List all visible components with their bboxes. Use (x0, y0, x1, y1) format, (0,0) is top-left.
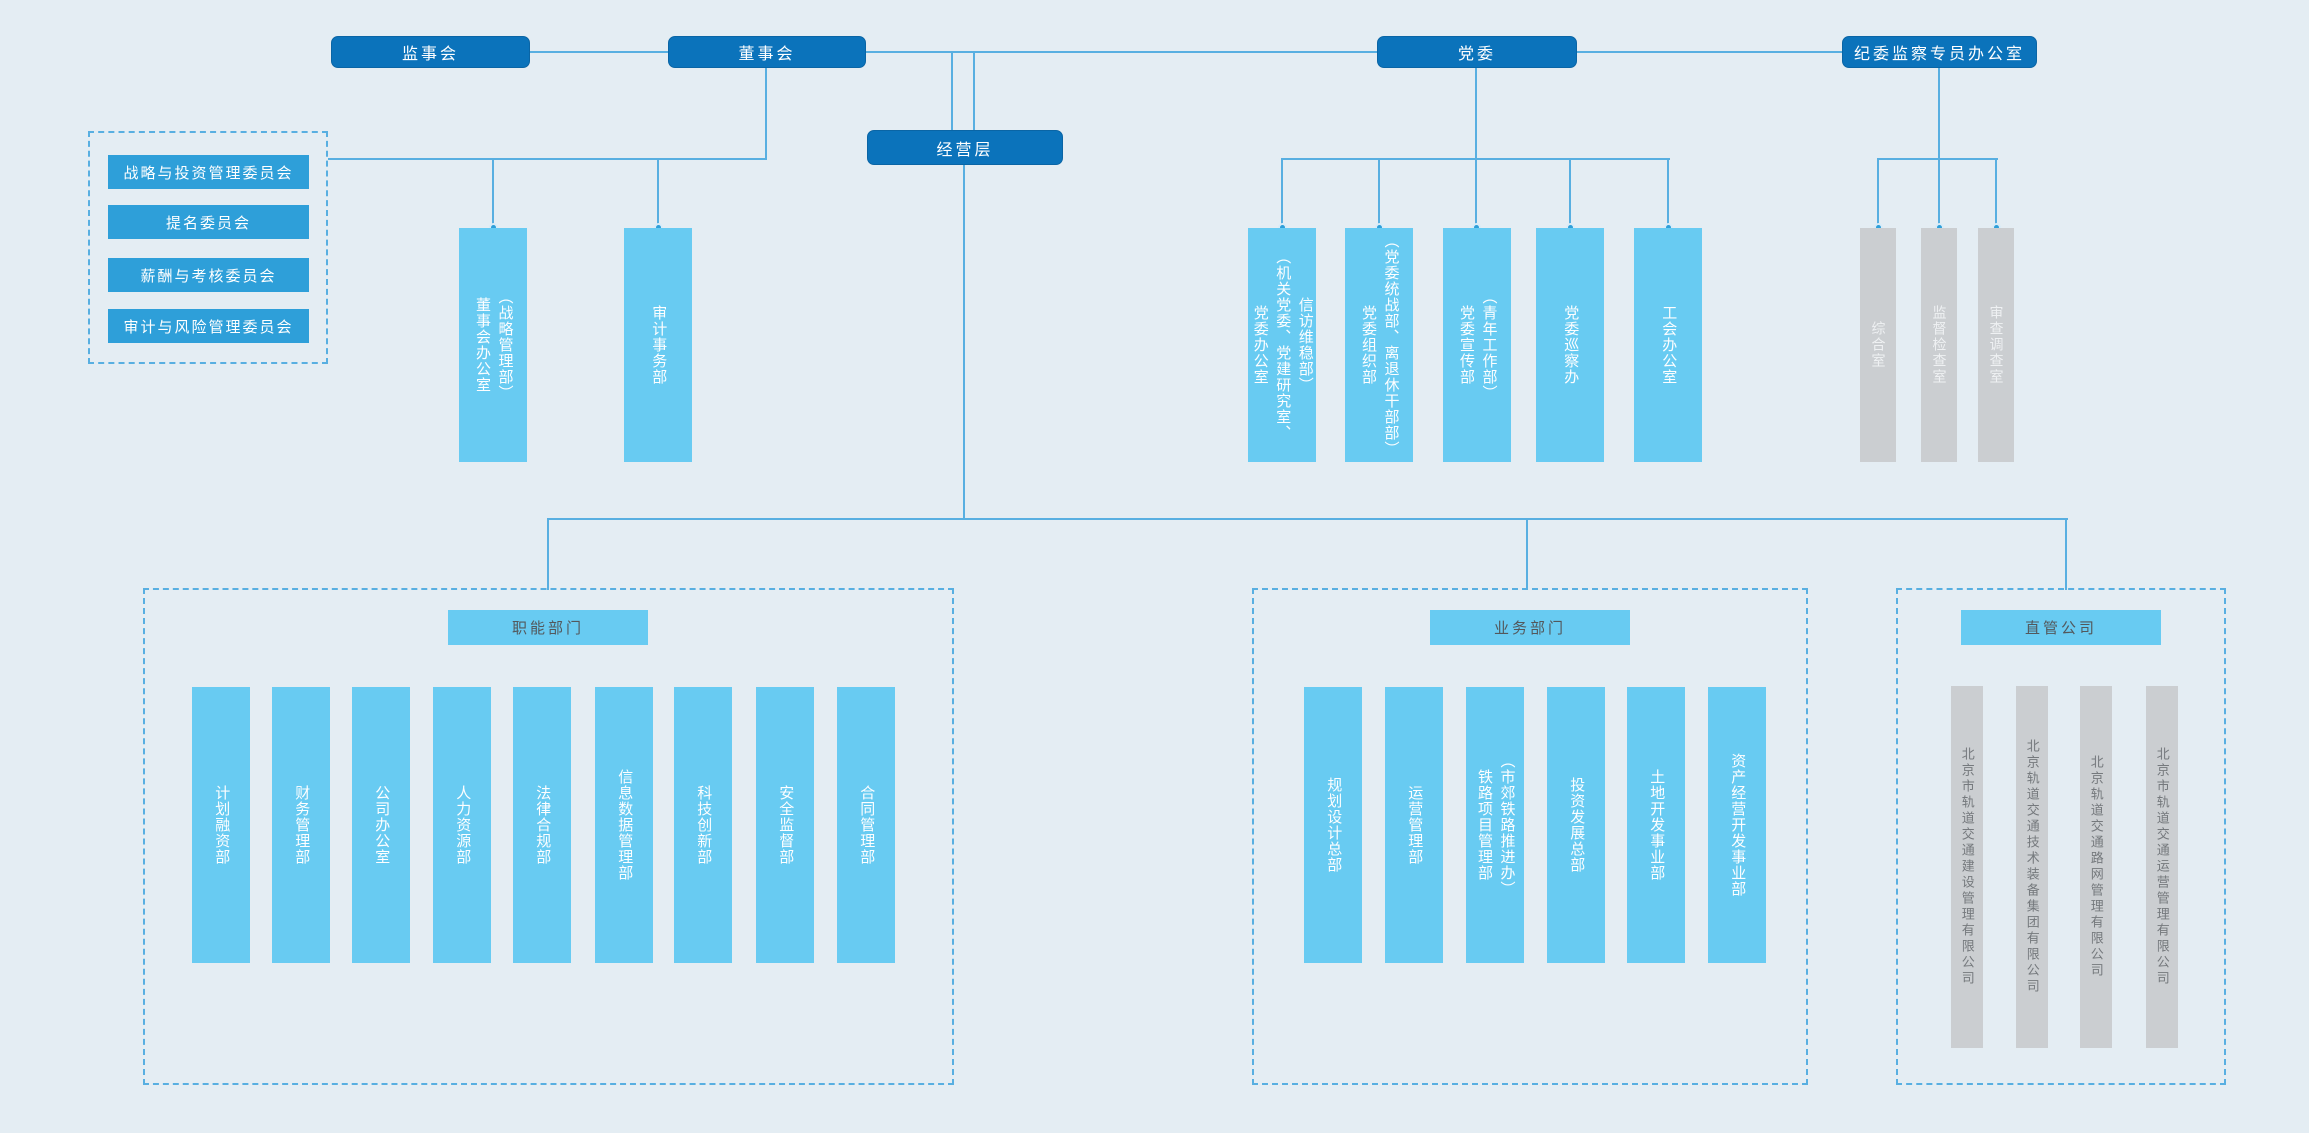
node-discipline-office[interactable]: 纪委监察专员办公室 (1842, 36, 2037, 68)
board-committees-panel (88, 131, 328, 364)
functional-dept-box-label: 人力资源部 (454, 785, 472, 865)
business-dept-box-label: 铁路项目管理部 （市郊铁路推进办） (1476, 753, 1516, 897)
discipline-office-box[interactable]: 监督检查室 (1921, 228, 1957, 462)
node-supervisory-board[interactable]: 监事会 (331, 36, 530, 68)
functional-dept-box-label: 计划融资部 (213, 785, 231, 865)
functional-dept-box[interactable]: 安全监督部 (756, 687, 814, 963)
connector-line (1569, 158, 1571, 228)
functional-departments-panel (143, 588, 954, 1085)
connector-line (1475, 68, 1477, 160)
discipline-office-box[interactable]: 审查调查室 (1978, 228, 2014, 462)
board-dept-box[interactable]: 审计事务部 (624, 228, 692, 462)
label-functional-departments[interactable]: 职能部门 (448, 610, 648, 645)
connector-line (492, 158, 494, 228)
committee-compensation-appraisal[interactable]: 薪酬与考核委员会 (108, 258, 309, 292)
node-party-committee[interactable]: 党委 (1377, 36, 1577, 68)
functional-dept-box[interactable]: 法律合规部 (513, 687, 571, 963)
connector-line (973, 52, 975, 131)
subsidiary-box-label: 北京轨道交通技术装备集团有限公司 (2024, 739, 2040, 995)
connector-line (1938, 68, 1940, 160)
functional-dept-box[interactable]: 财务管理部 (272, 687, 330, 963)
functional-dept-box[interactable]: 合同管理部 (837, 687, 895, 963)
functional-dept-box-label: 公司办公室 (373, 785, 391, 865)
functional-dept-box-label: 财务管理部 (293, 785, 311, 865)
label-business-departments[interactable]: 业务部门 (1430, 610, 1630, 645)
business-dept-box-label: 运营管理部 (1406, 785, 1424, 865)
subsidiary-box[interactable]: 北京市轨道交通建设管理有限公司 (1951, 686, 1983, 1048)
party-dept-box-label: 党委办公室 （机关党委、党建研究室、 信访维稳部） (1251, 249, 1314, 441)
board-dept-box-label: 审计事务部 (650, 305, 668, 385)
connector-line (328, 158, 766, 160)
functional-dept-box[interactable]: 公司办公室 (352, 687, 410, 963)
party-dept-box[interactable]: 工会办公室 (1634, 228, 1702, 462)
functional-dept-box-label: 法律合规部 (534, 785, 552, 865)
functional-dept-box-label: 科技创新部 (695, 785, 713, 865)
subsidiary-box[interactable]: 北京轨道交通技术装备集团有限公司 (2016, 686, 2048, 1048)
party-dept-box-label: 党委宣传部 （青年工作部） (1458, 289, 1498, 401)
party-dept-box[interactable]: 党委组织部 （党委统战部、离退休干部部） (1345, 228, 1413, 462)
committee-nomination[interactable]: 提名委员会 (108, 205, 309, 239)
discipline-office-box-label: 监督检查室 (1931, 305, 1948, 385)
business-dept-box[interactable]: 资产经营开发事业部 (1708, 687, 1766, 963)
party-dept-box-label: 党委巡察办 (1562, 305, 1580, 385)
business-dept-box[interactable]: 铁路项目管理部 （市郊铁路推进办） (1466, 687, 1524, 963)
connector-line (657, 158, 659, 228)
business-dept-box[interactable]: 土地开发事业部 (1627, 687, 1685, 963)
node-board-of-directors[interactable]: 董事会 (668, 36, 866, 68)
party-dept-box-label: 工会办公室 (1660, 305, 1678, 385)
connector-line (548, 518, 2068, 520)
business-dept-box-label: 土地开发事业部 (1648, 769, 1666, 881)
board-dept-box[interactable]: 董事会办公室 （战略管理部） (459, 228, 527, 462)
connector-line (1877, 158, 1879, 228)
business-dept-box[interactable]: 投资发展总部 (1547, 687, 1605, 963)
connector-line (1938, 158, 1940, 228)
connector-line (1526, 518, 1528, 590)
connector-line (1995, 158, 1997, 228)
committee-audit-risk[interactable]: 审计与风险管理委员会 (108, 309, 309, 343)
connector-line (951, 52, 953, 131)
subsidiary-box[interactable]: 北京轨道交通路网管理有限公司 (2080, 686, 2112, 1048)
connector-line (530, 51, 668, 53)
connector-line (1475, 158, 1477, 228)
functional-dept-box[interactable]: 信息数据管理部 (595, 687, 653, 963)
business-dept-box-label: 规划设计总部 (1325, 777, 1343, 873)
party-dept-box[interactable]: 党委巡察办 (1536, 228, 1604, 462)
connector-line (1577, 51, 1842, 53)
functional-dept-box[interactable]: 计划融资部 (192, 687, 250, 963)
party-dept-box[interactable]: 党委宣传部 （青年工作部） (1443, 228, 1511, 462)
subsidiary-box-label: 北京轨道交通路网管理有限公司 (2088, 755, 2104, 979)
subsidiary-box[interactable]: 北京市轨道交通运营管理有限公司 (2146, 686, 2178, 1048)
business-departments-panel (1252, 588, 1808, 1085)
discipline-office-box-label: 审查调查室 (1988, 305, 2005, 385)
connector-line (1281, 158, 1283, 228)
discipline-office-box[interactable]: 综合室 (1860, 228, 1896, 462)
node-management-layer[interactable]: 经营层 (867, 130, 1063, 165)
subsidiary-box-label: 北京市轨道交通运营管理有限公司 (2154, 747, 2170, 987)
board-dept-box-label: 董事会办公室 （战略管理部） (474, 289, 514, 401)
functional-dept-box-label: 安全监督部 (777, 785, 795, 865)
connector-line (765, 68, 767, 160)
connector-line (866, 51, 1377, 53)
party-dept-box[interactable]: 党委办公室 （机关党委、党建研究室、 信访维稳部） (1248, 228, 1316, 462)
functional-dept-box[interactable]: 科技创新部 (674, 687, 732, 963)
connector-line (1378, 158, 1380, 228)
connector-line (963, 164, 965, 520)
business-dept-box-label: 资产经营开发事业部 (1729, 753, 1747, 897)
functional-dept-box-label: 合同管理部 (858, 785, 876, 865)
functional-dept-box[interactable]: 人力资源部 (433, 687, 491, 963)
party-dept-box-label: 党委组织部 （党委统战部、离退休干部部） (1360, 233, 1400, 457)
label-subsidiaries[interactable]: 直管公司 (1961, 610, 2161, 645)
discipline-office-box-label: 综合室 (1870, 321, 1887, 369)
subsidiary-box-label: 北京市轨道交通建设管理有限公司 (1959, 747, 1975, 987)
business-dept-box[interactable]: 规划设计总部 (1304, 687, 1362, 963)
committee-strategy-investment[interactable]: 战略与投资管理委员会 (108, 155, 309, 189)
connector-line (2065, 518, 2067, 590)
business-dept-box[interactable]: 运营管理部 (1385, 687, 1443, 963)
connector-line (1667, 158, 1669, 228)
functional-dept-box-label: 信息数据管理部 (616, 769, 634, 881)
subsidiaries-panel (1896, 588, 2226, 1085)
connector-line (547, 518, 549, 590)
business-dept-box-label: 投资发展总部 (1568, 777, 1586, 873)
